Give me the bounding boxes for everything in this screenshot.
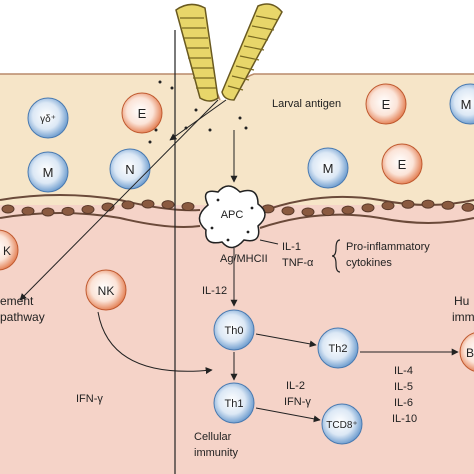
tnfa-label: TNF-α bbox=[282, 257, 314, 269]
epithelial-nucleus bbox=[301, 207, 315, 217]
svg-text:M: M bbox=[43, 165, 54, 180]
cell-k: K bbox=[0, 229, 19, 271]
cell-m3: M bbox=[307, 147, 349, 189]
epithelial-nucleus bbox=[141, 199, 155, 209]
ifn-gamma-mid-label: IFN-γ bbox=[284, 396, 311, 408]
cell-b: B bbox=[459, 332, 474, 372]
svg-text:TCD8⁺: TCD8⁺ bbox=[326, 420, 357, 431]
epithelial-nucleus bbox=[321, 207, 335, 217]
cellular-label: Cellular bbox=[194, 431, 232, 443]
arrows bbox=[19, 99, 459, 423]
svg-text:Th1: Th1 bbox=[225, 398, 244, 410]
cell-m2: M bbox=[449, 83, 474, 125]
epithelial-nucleus bbox=[61, 206, 75, 216]
cell-e1: E bbox=[121, 92, 163, 134]
epithelium-layer bbox=[0, 194, 474, 229]
epithelial-nucleus bbox=[421, 199, 435, 209]
svg-text:E: E bbox=[138, 106, 147, 121]
epithelial-nucleus bbox=[441, 200, 455, 210]
antigen-dots bbox=[148, 80, 248, 144]
epithelial-nucleus bbox=[461, 202, 474, 212]
cell-th1: Th1 bbox=[213, 382, 255, 424]
epithelial-nucleus bbox=[381, 201, 395, 211]
svg-text:E: E bbox=[382, 97, 391, 112]
cell-tcd8: TCD8⁺ bbox=[321, 403, 363, 445]
epithelial-nucleus bbox=[281, 206, 295, 216]
il6-label: IL-6 bbox=[394, 397, 413, 409]
cell-e2: E bbox=[365, 83, 407, 125]
svg-text:Th2: Th2 bbox=[329, 343, 348, 355]
larval-antigen-label: Larval antigen bbox=[272, 98, 341, 110]
epithelial-nucleus bbox=[81, 204, 95, 214]
cell-gd: γδ⁺ bbox=[27, 97, 69, 139]
humoral-label-1: Hu bbox=[454, 294, 469, 308]
il1-label: IL-1 bbox=[282, 241, 301, 253]
apc-label: APC bbox=[221, 209, 244, 221]
il4-label: IL-4 bbox=[394, 365, 413, 377]
il2-label: IL-2 bbox=[286, 380, 305, 392]
epithelial-nucleus bbox=[161, 200, 175, 210]
epithelial-nucleus bbox=[121, 200, 135, 210]
complement-label-1: ement bbox=[0, 294, 34, 308]
cell-nk: NK bbox=[85, 269, 127, 311]
svg-text:Th0: Th0 bbox=[225, 325, 244, 337]
epithelial-nucleus bbox=[41, 207, 55, 217]
cell-e3: E bbox=[381, 143, 423, 185]
svg-text:M: M bbox=[461, 97, 472, 112]
cell-m1: M bbox=[27, 151, 69, 193]
cytokines-label: cytokines bbox=[346, 257, 392, 269]
svg-text:γδ⁺: γδ⁺ bbox=[40, 114, 56, 125]
pro-inflammatory-label: Pro-inflammatory bbox=[346, 241, 430, 253]
complement-label-2: pathway bbox=[0, 310, 45, 324]
epithelial-nucleus bbox=[341, 205, 355, 215]
ifn-gamma-left-label: IFN-γ bbox=[76, 393, 103, 405]
svg-text:N: N bbox=[125, 162, 134, 177]
cell-th0: Th0 bbox=[213, 309, 255, 351]
epithelial-nucleus bbox=[1, 204, 15, 214]
epithelial-nucleus bbox=[21, 206, 35, 216]
cell-th2: Th2 bbox=[317, 327, 359, 369]
epithelial-nucleus bbox=[361, 203, 375, 213]
svg-text:E: E bbox=[398, 157, 407, 172]
larva-left bbox=[175, 3, 219, 102]
apc-cell: APC bbox=[198, 185, 266, 249]
svg-text:M: M bbox=[323, 161, 334, 176]
immunity-label: immunity bbox=[194, 447, 239, 459]
il10-label: IL-10 bbox=[392, 413, 417, 425]
epithelial-nucleus bbox=[181, 202, 195, 212]
svg-text:NK: NK bbox=[98, 284, 115, 298]
epithelial-nucleus bbox=[401, 199, 415, 209]
svg-text:K: K bbox=[3, 244, 11, 258]
larva-right bbox=[221, 3, 283, 101]
il5-label: IL-5 bbox=[394, 381, 413, 393]
humoral-label-2: immu bbox=[452, 310, 474, 324]
il12-label: IL-12 bbox=[202, 285, 227, 297]
ag-mhcii-label: Ag/MHCII bbox=[220, 253, 268, 265]
svg-text:B: B bbox=[466, 346, 474, 360]
cell-n1: N bbox=[109, 148, 151, 190]
